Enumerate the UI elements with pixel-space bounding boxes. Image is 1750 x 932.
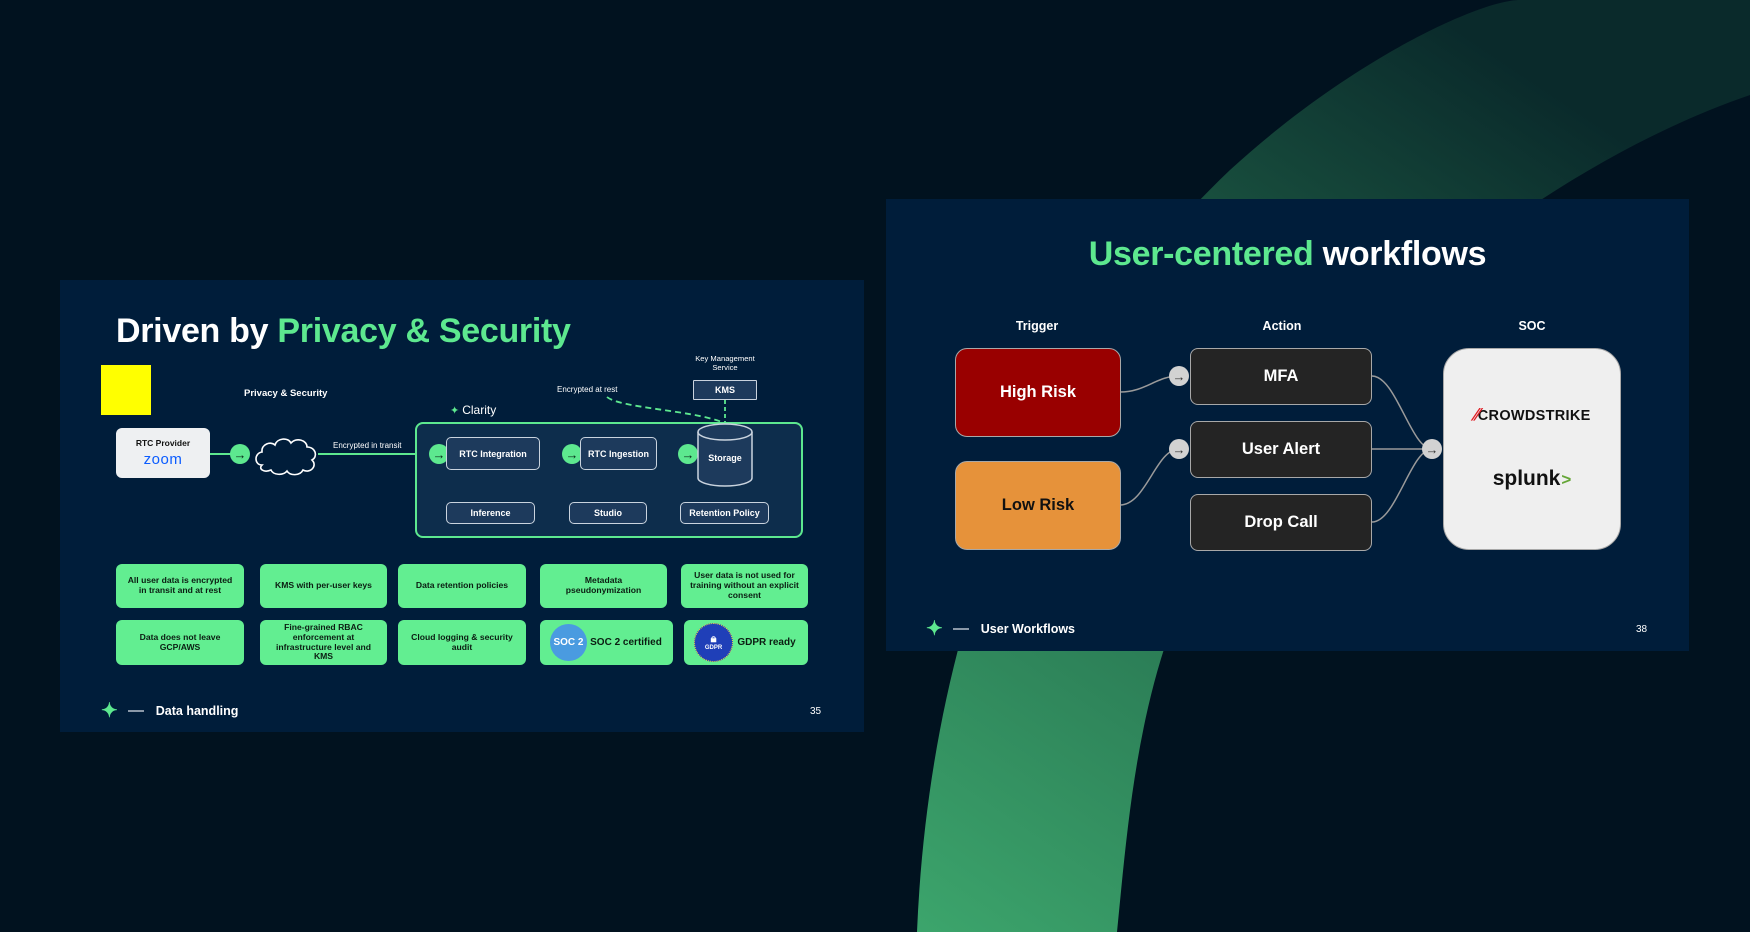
action-user-alert[interactable]: User Alert	[1190, 421, 1372, 478]
footer-section-label: User Workflows	[980, 622, 1076, 636]
clarity-label: Clarity	[462, 403, 497, 417]
slide-footer: ✦ Data handling	[101, 701, 238, 721]
soc-box[interactable]: ⫽ CROWDSTRIKE splunk >	[1443, 348, 1621, 550]
title-accent: Privacy & Security	[277, 312, 571, 350]
action-label: MFA	[1263, 367, 1299, 385]
lock-icon: 🔒︎	[710, 632, 717, 645]
footer-section-label: Data handling	[155, 704, 239, 718]
trigger-label: Low Risk	[1001, 496, 1075, 514]
arrow-right-icon: →	[678, 444, 698, 464]
action-drop-call[interactable]: Drop Call	[1190, 494, 1372, 551]
feature-card: Metadata pseudonymization	[540, 564, 667, 608]
gdpr-badge-card: 🔒︎ GDPR GDPR ready	[684, 620, 808, 665]
encrypted-at-rest-label: Encrypted at rest	[557, 385, 618, 394]
column-header-soc: SOC	[1518, 319, 1546, 333]
gdpr-lock-icon: 🔒︎ GDPR	[694, 623, 733, 662]
footer-divider	[127, 710, 144, 712]
splunk-chevron-icon: >	[1561, 470, 1572, 489]
action-label: User Alert	[1241, 440, 1321, 458]
inference-node[interactable]: Inference	[446, 502, 535, 524]
kms-box[interactable]: KMS	[693, 380, 757, 400]
encrypted-in-transit-label: Encrypted in transit	[333, 441, 402, 450]
retention-policy-node[interactable]: Retention Policy	[680, 502, 769, 524]
arrow-right-icon: →	[429, 444, 449, 464]
storage-label: Storage	[708, 453, 742, 463]
gdpr-label: GDPR ready	[737, 636, 796, 648]
slide-title: User-centered workflows	[886, 235, 1689, 274]
soc2-badge-card: SOC 2 SOC 2 certified	[540, 620, 673, 665]
page-number: 38	[1636, 624, 1648, 635]
arrow-right-icon: →	[1169, 439, 1189, 459]
trigger-low-risk[interactable]: Low Risk	[955, 461, 1121, 550]
splunk-label: splunk	[1492, 467, 1561, 490]
feature-card: All user data is encrypted in transit an…	[116, 564, 244, 608]
studio-node[interactable]: Studio	[569, 502, 647, 524]
gdpr-icon-text: GDPR	[704, 645, 723, 652]
slide-user-workflows[interactable]: User-centered workflows Trigger Action S…	[886, 199, 1689, 651]
splunk-logo: splunk >	[1493, 467, 1572, 491]
slide-footer: ✦ User Workflows	[926, 619, 1075, 639]
arrow-right-icon: →	[1422, 439, 1442, 459]
action-label: Drop Call	[1244, 513, 1318, 531]
footer-divider	[952, 628, 969, 630]
feature-card: Data does not leave GCP/AWS	[116, 620, 244, 665]
page-number: 35	[810, 706, 822, 717]
clarity-star-icon: ✦	[450, 404, 460, 417]
arrow-right-icon: →	[230, 444, 250, 464]
arrow-right-icon: →	[562, 444, 582, 464]
crowdstrike-label: CROWDSTRIKE	[1477, 408, 1591, 424]
cloud-icon	[255, 438, 317, 476]
zoom-logo: zoom	[143, 451, 183, 468]
clarity-logo-icon: ✦	[101, 700, 118, 722]
rtc-provider-label: RTC Provider	[135, 438, 191, 448]
column-header-action: Action	[1262, 319, 1302, 333]
soc2-shield-icon: SOC 2	[550, 624, 587, 661]
kms-caption: Key Management Service	[695, 354, 755, 373]
soc2-label: SOC 2 certified	[590, 636, 662, 648]
feature-card: Cloud logging & security audit	[398, 620, 526, 665]
rtc-integration-node[interactable]: RTC Integration	[446, 437, 540, 470]
trigger-high-risk[interactable]: High Risk	[955, 348, 1121, 437]
diagram-section-label: Privacy & Security	[244, 388, 328, 399]
yellow-marker	[101, 365, 151, 415]
feature-card: KMS with per-user keys	[260, 564, 387, 608]
title-rest: workflows	[1322, 235, 1487, 273]
column-header-trigger: Trigger	[1015, 319, 1059, 333]
slide-title: Driven by Privacy & Security	[116, 312, 571, 351]
rtc-ingestion-node[interactable]: RTC Ingestion	[580, 437, 657, 470]
feature-card: User data is not used for training witho…	[681, 564, 808, 608]
clarity-logo-icon: ✦	[926, 618, 943, 640]
title-prefix: Driven by	[116, 312, 269, 350]
title-accent: User-centered	[1088, 235, 1314, 273]
rtc-provider-box[interactable]: RTC Provider zoom	[116, 428, 210, 478]
crowdstrike-logo: ⫽ CROWDSTRIKE	[1470, 407, 1591, 425]
feature-card: Data retention policies	[398, 564, 526, 608]
storage-node[interactable]: Storage	[696, 422, 754, 488]
arrow-right-icon: →	[1169, 366, 1189, 386]
clarity-logo: ✦ Clarity	[450, 403, 496, 417]
soc2-icon-text: SOC 2	[553, 636, 584, 648]
trigger-label: High Risk	[999, 383, 1077, 401]
feature-card: Fine-grained RBAC enforcement at infrast…	[260, 620, 387, 665]
slide-data-handling[interactable]: Driven by Privacy & Security Privacy & S…	[60, 280, 864, 732]
action-mfa[interactable]: MFA	[1190, 348, 1372, 405]
